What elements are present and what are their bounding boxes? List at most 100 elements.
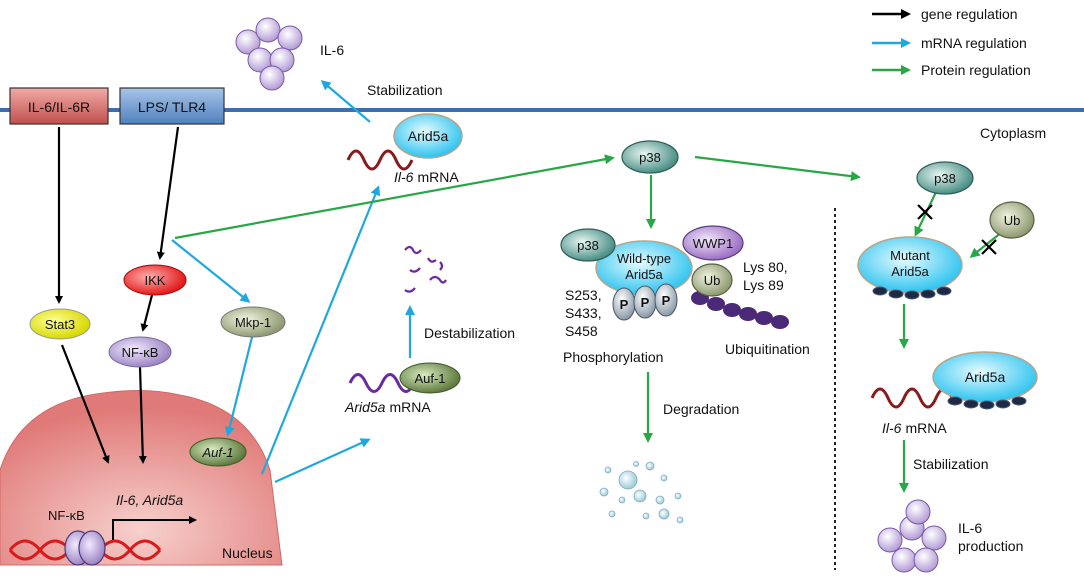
il6-mrna-top-strand (346, 149, 414, 171)
mutant-label-1: Mutant (890, 248, 930, 263)
p38-right-node: p38 (916, 161, 974, 195)
il6-mrna-top-gene: Il-6 (394, 169, 414, 185)
transcription-arrow (112, 516, 197, 540)
cytoplasm-label: Cytoplasm (980, 125, 1046, 141)
phospho-mark-3: P (654, 283, 678, 317)
arid5a-mrna-suffix: mRNA (389, 399, 431, 415)
phospho-mark-1: P (612, 287, 636, 321)
ikk-label: IKK (145, 273, 166, 288)
il6-receptor-box: IL-6/IL-6R (9, 87, 109, 125)
degradation-bubbles (599, 461, 684, 524)
arrow-nucleus-il6mrna (260, 185, 381, 475)
ikk-node: IKK (123, 264, 187, 296)
legend-protein-label: Protein regulation (921, 62, 1031, 78)
arid5a-right-label: Arid5a (965, 369, 1006, 385)
arid5a-right-dots (947, 396, 1027, 410)
p38-center-node: p38 (621, 140, 679, 174)
il6-production-label-2: production (958, 538, 1023, 554)
wwp1-label: WWP1 (693, 236, 733, 251)
phospho-label-1: P (620, 297, 629, 312)
mutant-arid5a-node: Mutant Arid5a (857, 236, 963, 294)
arrow-stabilization-il6 (320, 80, 371, 123)
phospho-mark-2: P (633, 285, 657, 319)
arrow-mkp1-auf1 (224, 336, 254, 437)
il6-production-label-1: IL-6 (958, 520, 982, 536)
ub-center-node: Ub (691, 263, 733, 297)
legend: gene regulation mRNA regulation Protein … (872, 6, 1031, 78)
ub-right-label: Ub (1004, 213, 1021, 228)
auf1-mid-node: Auf-1 (399, 362, 461, 394)
phospho-label-3: P (662, 293, 671, 308)
auf1-nucleus-label: Auf-1 (201, 445, 233, 460)
arrow-lps-ikk (156, 126, 180, 260)
arrow-ikk-p38 (174, 154, 615, 240)
auf1-nucleus-node: Auf-1 (189, 437, 247, 467)
wildtype-label-1: Wild-type (617, 251, 671, 266)
il6-mrna-top-suffix: mRNA (417, 169, 459, 185)
arid5a-mrna-strand (348, 373, 416, 393)
nucleus-label: Nucleus (222, 545, 273, 561)
wildtype-arid5a-node: Wild-type Arid5a (595, 240, 693, 296)
nfkb-nucleus-label: NF-κB (48, 508, 85, 523)
nucleus-genes-label: Il-6, Arid5a (116, 492, 183, 508)
arid5a-top-node: Arid5a (393, 113, 463, 159)
arrow-ikk-nfkb (140, 294, 154, 332)
wildtype-label-2: Arid5a (625, 267, 663, 282)
p38-left-label: p38 (577, 238, 599, 253)
il6-protein-cluster-right (877, 499, 947, 573)
arid5a-right-node: Arid5a (932, 351, 1038, 403)
lps-label: LPS/ TLR4 (138, 99, 206, 115)
stat3-node: Stat3 (29, 308, 91, 340)
nfkb-label: NF-κB (122, 345, 159, 360)
phosphorylation-label: Phosphorylation (563, 349, 663, 365)
stabilization-top-label: Stabilization (367, 82, 443, 98)
phospho-label-2: P (641, 295, 650, 310)
degraded-mrna-fragments (404, 245, 447, 293)
site-label-3: S458 (565, 323, 598, 339)
auf1-mid-label: Auf-1 (414, 371, 445, 386)
il6-mrna-right-strand (870, 387, 954, 409)
arrow-nfkb-nucleus (138, 366, 147, 464)
arrow-ikk-mkp1 (171, 239, 251, 303)
p38-left-node: p38 (560, 228, 616, 262)
lys-label-1: Lys 80, (743, 259, 788, 275)
arrow-nucleus-arid5amrna (274, 438, 371, 484)
p38-right-label: p38 (934, 171, 956, 186)
arrow-p38-right (694, 155, 861, 182)
site-label-1: S253, (565, 287, 602, 303)
lps-tlr4-box: LPS/ TLR4 (119, 87, 225, 125)
stabilization-right-label: Stabilization (913, 456, 989, 472)
p38-center-label: p38 (639, 150, 661, 165)
site-label-2: S433, (565, 305, 602, 321)
il6r-label: IL-6/IL-6R (28, 99, 90, 115)
il6-mrna-right-gene: Il-6 (882, 420, 902, 436)
ub-right-node: Ub (989, 201, 1035, 239)
legend-mrna-label: mRNA regulation (921, 35, 1027, 51)
destabilization-label: Destabilization (424, 325, 515, 341)
il6-mrna-right-suffix: mRNA (905, 420, 947, 436)
ub-center-label: Ub (704, 273, 721, 288)
mutant-label-2: Arid5a (891, 264, 929, 279)
ubiquitination-label: Ubiquitination (725, 341, 810, 357)
nfkb-dna-complex (64, 530, 106, 566)
arrow-stat3-nucleus (60, 344, 110, 464)
lys-label-2: Lys 89 (743, 277, 784, 293)
block-mark-ub (981, 239, 997, 255)
il6-protein-cluster-top (235, 17, 303, 91)
nucleus (0, 390, 283, 566)
arid5a-top-label: Arid5a (408, 128, 449, 144)
legend-gene-label: gene regulation (921, 6, 1018, 22)
wwp1-node: WWP1 (682, 225, 744, 261)
mkp1-node: Mkp-1 (220, 306, 286, 338)
stat3-label: Stat3 (45, 317, 75, 332)
ubiquitin-chain (691, 291, 789, 329)
mkp1-label: Mkp-1 (235, 315, 271, 330)
mutant-bound-dots (872, 286, 952, 300)
arid5a-mrna-gene: Arid5a (344, 399, 386, 415)
degradation-label: Degradation (663, 401, 739, 417)
